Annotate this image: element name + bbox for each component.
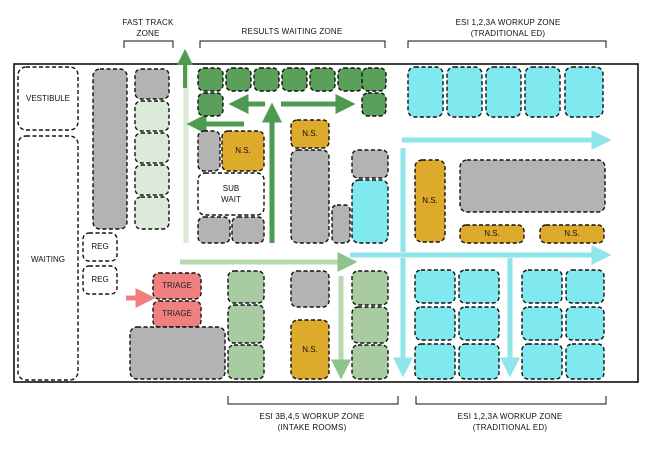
waiting-label: WAITING: [31, 255, 65, 264]
intake-gray-room: [290, 270, 330, 308]
ns-label-3: N.S.: [302, 345, 318, 354]
sub-wait-gray-1: [197, 216, 231, 244]
esi-bottom-label-2: (TRADITIONAL ED): [473, 423, 548, 432]
intake-room-1: [227, 270, 265, 304]
esi-3b-bracket: [227, 396, 399, 405]
esi-bottom-room-10: [565, 306, 605, 341]
esi-top-room-1: [407, 66, 444, 118]
esi-bottom-room-3: [414, 306, 456, 341]
results-room-2: [225, 67, 252, 92]
ns-label-4: N.S.: [422, 196, 438, 205]
esi-top-room-3: [485, 66, 522, 118]
ns-station-1: [221, 130, 265, 172]
reg-label-1: REG: [91, 242, 108, 251]
rooms: [17, 66, 606, 381]
reg-room-2: [82, 265, 118, 295]
intake-room-4: [351, 270, 389, 306]
vestibule-room: [17, 66, 79, 131]
triage-label-1: TRIAGE: [162, 281, 192, 290]
intake-room-3: [227, 344, 265, 380]
esi-bottom-room-8: [565, 269, 605, 304]
esi-top-label-1: ESI 1,2,3A WORKUP ZONE: [456, 18, 561, 27]
ns-label-2: N.S.: [302, 129, 318, 138]
results-room-8: [361, 67, 387, 92]
esi-top-room-4: [524, 66, 561, 118]
sub-wait-gray-2: [231, 216, 265, 244]
esi-bottom-room-4: [458, 306, 500, 341]
results-waiting-bracket: [199, 40, 386, 48]
esi-bottom-room-11: [521, 343, 563, 380]
intake-room-5: [351, 306, 389, 344]
fast-track-bracket: [123, 40, 174, 48]
fast-track-gray-block: [92, 68, 128, 230]
esi-3b-label-1: ESI 3B,4,5 WORKUP ZONE: [259, 412, 364, 421]
reg-label-2: REG: [91, 275, 108, 284]
ns-label-6: N.S.: [564, 229, 580, 238]
center-gray-block: [290, 149, 330, 244]
fast-track-gray-room: [134, 68, 170, 100]
results-room-5: [309, 67, 336, 92]
esi-top-bracket: [407, 40, 607, 48]
vestibule-label: VESTIBULE: [26, 94, 70, 103]
fast-track-label-2: ZONE: [136, 29, 159, 38]
ns-label-5: N.S.: [484, 229, 500, 238]
ns-station-5: [459, 224, 525, 244]
triage-label-2: TRIAGE: [162, 309, 192, 318]
zone-brackets: [123, 40, 607, 405]
results-room-9: [361, 92, 387, 117]
esi-top-room-2: [446, 66, 483, 118]
esi-bottom-room-7: [521, 269, 563, 304]
ns-station-2: [290, 119, 330, 149]
esi-bottom-room-12: [565, 343, 605, 380]
flow-arrows: [126, 49, 612, 380]
waiting-room: [17, 135, 79, 381]
esi-bottom-bracket: [415, 396, 607, 405]
sub-wait-label-2: WAIT: [221, 195, 241, 204]
sub-wait-label-1: SUB: [223, 184, 239, 193]
ns-station-3: [290, 319, 330, 380]
ns-station-4: [414, 159, 446, 243]
results-room-4: [281, 67, 308, 92]
esi-top-room-5: [564, 66, 604, 118]
fast-track-label-1: FAST TRACK: [122, 18, 174, 27]
intake-room-2: [227, 304, 265, 344]
esi-top-label-2: (TRADITIONAL ED): [471, 29, 546, 38]
fast-track-room-3: [134, 164, 170, 196]
intake-room-6: [351, 344, 389, 380]
results-room-7: [197, 92, 224, 117]
sub-wait-gray-room: [197, 130, 221, 172]
results-room-3: [253, 67, 280, 92]
esi-bottom-room-2: [458, 269, 500, 304]
fast-track-room-4: [134, 196, 170, 230]
esi-3b-label-2: (INTAKE ROOMS): [278, 423, 347, 432]
esi-bottom-room-9: [521, 306, 563, 341]
center-gray-small: [331, 204, 351, 244]
reg-room-1: [82, 232, 118, 262]
ns-label-1: N.S.: [235, 146, 251, 155]
esi-bottom-room-1: [414, 269, 456, 304]
esi-bottom-room-5: [414, 343, 456, 380]
results-room-1: [197, 67, 224, 92]
results-waiting-label: RESULTS WAITING ZONE: [242, 27, 343, 36]
esi-gray-block: [459, 159, 606, 213]
triage-room-1: [152, 272, 202, 300]
esi-bottom-room-6: [458, 343, 500, 380]
sub-wait-room: [197, 172, 265, 216]
fast-track-room-1: [134, 100, 170, 132]
center-cyan-room: [351, 179, 389, 244]
fast-track-room-2: [134, 132, 170, 164]
ns-station-6: [539, 224, 605, 244]
triage-gray-block: [129, 326, 226, 380]
results-room-6: [337, 67, 364, 92]
center-gray-top: [351, 149, 389, 179]
esi-bottom-label-1: ESI 1,2,3A WORKUP ZONE: [458, 412, 563, 421]
